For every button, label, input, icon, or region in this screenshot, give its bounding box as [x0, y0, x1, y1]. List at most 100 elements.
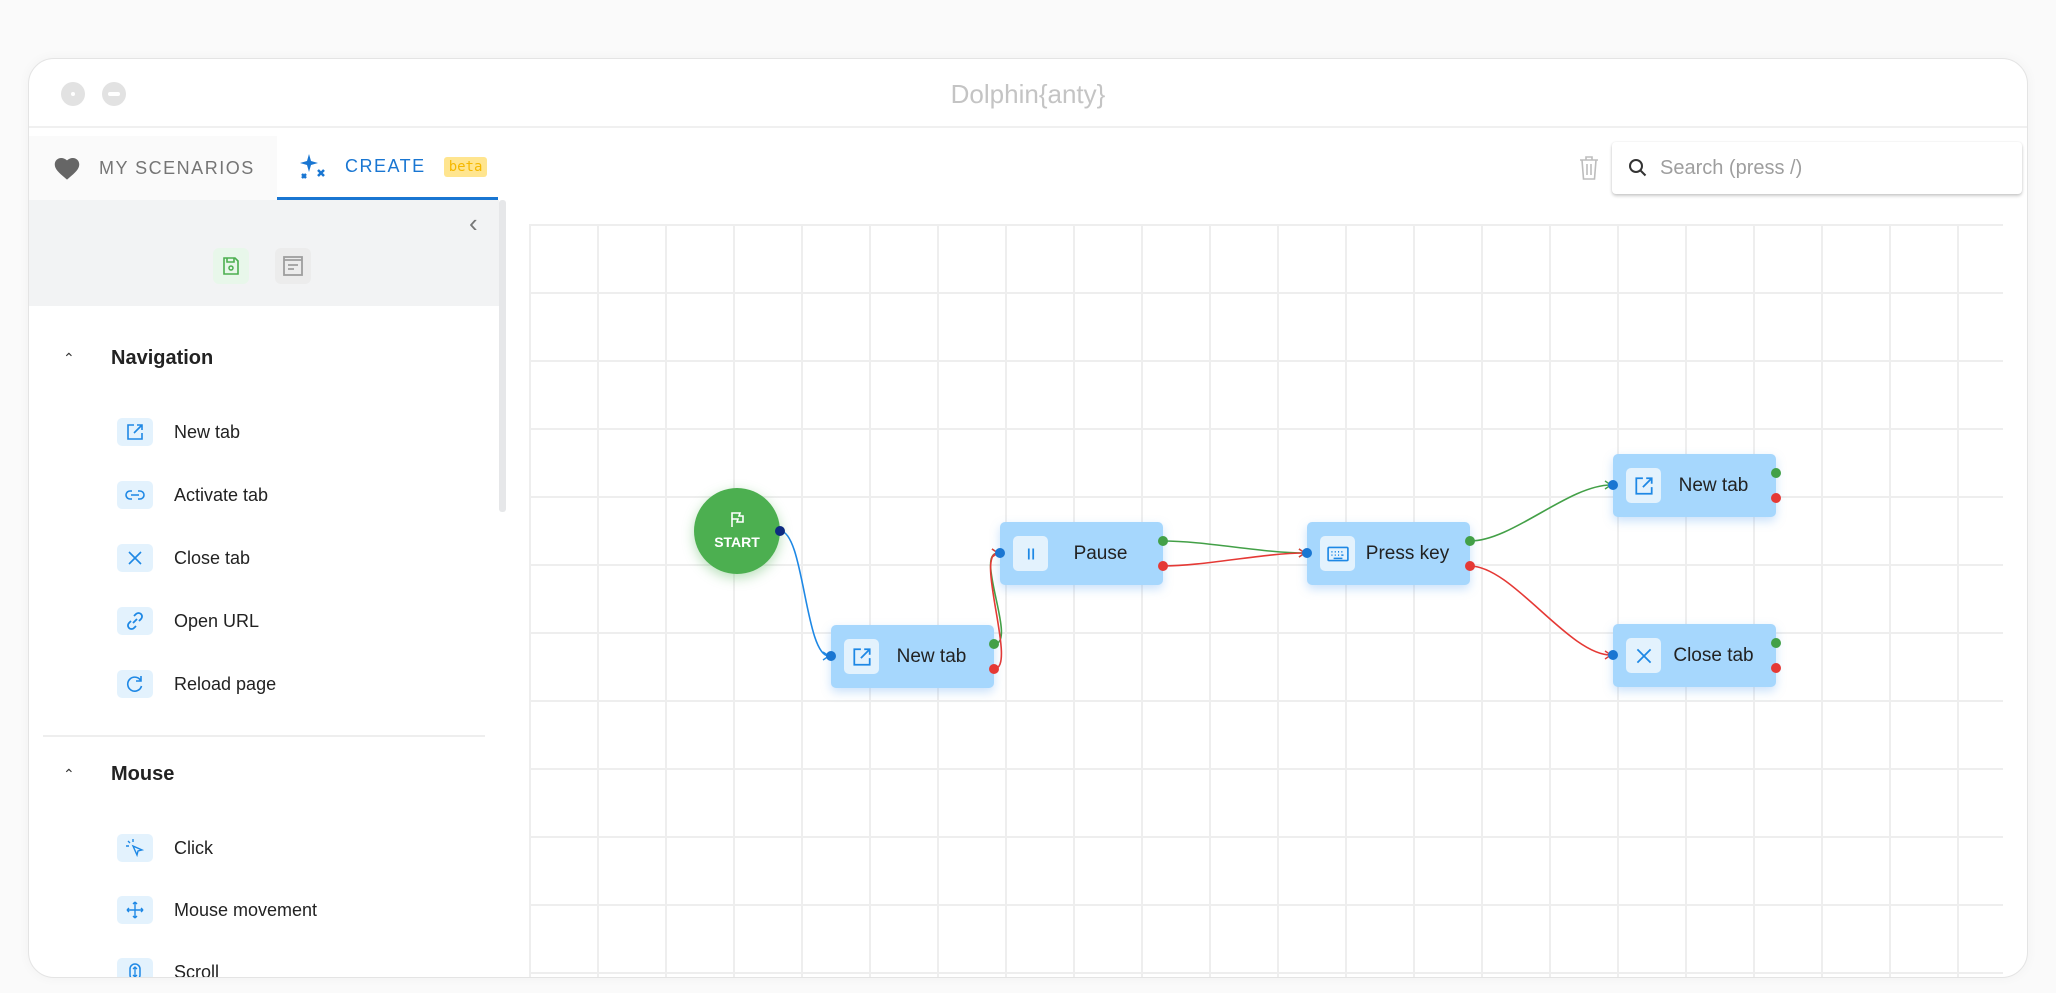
- reload-icon: [126, 676, 143, 692]
- item-label: Click: [174, 837, 213, 858]
- item-label: Scroll: [174, 961, 220, 978]
- scenario-node[interactable]: New tab: [826, 625, 999, 688]
- scenario-canvas[interactable]: START New tab Pause Press key New tab Cl…: [529, 224, 2003, 977]
- item-label: Reload page: [174, 673, 277, 694]
- tab-create[interactable]: CREATE beta: [277, 136, 498, 200]
- flag-icon: [731, 512, 744, 527]
- chevron-up-icon: ⌃: [63, 349, 75, 366]
- item-icon-box: [117, 896, 153, 924]
- node-label: Press key: [1365, 542, 1450, 564]
- search-input[interactable]: [1660, 156, 2000, 180]
- beta-badge: beta: [443, 156, 488, 177]
- success-port[interactable]: [1465, 536, 1475, 546]
- close-icon: [1636, 648, 1651, 663]
- scenario-node[interactable]: New tab: [1608, 454, 1781, 517]
- section-title: Navigation: [111, 346, 214, 369]
- chain-link-icon: [127, 612, 143, 630]
- title-bar: Dolphin{anty}: [29, 59, 2027, 128]
- section-header-mouse[interactable]: ⌃Mouse: [63, 762, 174, 786]
- node-icon-box: [1013, 536, 1048, 571]
- input-port[interactable]: [1608, 480, 1618, 490]
- save-icon: [223, 257, 239, 275]
- heart-icon: [54, 157, 80, 180]
- success-port[interactable]: [1771, 468, 1781, 478]
- node-label: Close tab: [1673, 644, 1754, 666]
- input-port[interactable]: [1608, 650, 1618, 660]
- save-button[interactable]: [213, 248, 249, 284]
- edge-n3-n5-error[interactable]: [1469, 565, 1612, 656]
- item-icon-box: [117, 418, 153, 446]
- move-icon: [126, 901, 144, 919]
- sidebar-item[interactable]: Activate tab: [117, 481, 268, 509]
- node-icon-box: [1626, 638, 1661, 673]
- edge-start-n1-out[interactable]: [779, 530, 830, 657]
- edges-layer: [779, 480, 1613, 670]
- sidebar-item[interactable]: Scroll: [117, 958, 220, 978]
- scroll-icon: [129, 963, 141, 977]
- collapse-sidebar-button[interactable]: ‹: [469, 208, 478, 238]
- node-label: Pause: [1073, 542, 1128, 564]
- edge-n3-n4-success[interactable]: [1469, 484, 1612, 542]
- trash-icon[interactable]: [1577, 155, 1601, 181]
- input-port[interactable]: [826, 651, 836, 661]
- input-port[interactable]: [995, 548, 1005, 558]
- search-icon: [1629, 159, 1647, 177]
- open-in-new-icon: [852, 647, 871, 666]
- start-node[interactable]: START: [694, 488, 785, 574]
- error-port[interactable]: [1158, 561, 1168, 571]
- scenario-node[interactable]: Pause: [995, 522, 1168, 585]
- item-label: New tab: [174, 421, 241, 442]
- chevron-up-icon: ⌃: [63, 765, 75, 782]
- error-port[interactable]: [1771, 663, 1781, 673]
- app-window: Dolphin{anty} MY SCENARIOS CREATE beta ‹…: [28, 58, 2028, 978]
- sidebar-item[interactable]: Click: [117, 834, 213, 862]
- sidebar-item[interactable]: Close tab: [117, 544, 250, 572]
- sidebar-item[interactable]: Reload page: [117, 670, 276, 698]
- click-icon: [126, 839, 145, 858]
- node-icon-box: [1320, 536, 1355, 571]
- item-label: Activate tab: [174, 484, 269, 505]
- node-label: New tab: [1678, 474, 1749, 496]
- item-label: Open URL: [174, 610, 260, 631]
- template-button[interactable]: [275, 248, 311, 284]
- window-title: Dolphin{anty}: [950, 79, 1106, 109]
- template-icon: [283, 256, 303, 276]
- pause-icon: [1027, 548, 1034, 559]
- scenario-node[interactable]: Close tab: [1608, 624, 1781, 687]
- start-output-port[interactable]: [775, 526, 785, 536]
- success-port[interactable]: [1771, 638, 1781, 648]
- sidebar-item[interactable]: New tab: [117, 418, 240, 446]
- item-icon-box: [117, 670, 153, 698]
- close-window-button[interactable]: [61, 82, 85, 106]
- node-label: New tab: [896, 645, 967, 667]
- input-port[interactable]: [1302, 548, 1312, 558]
- tab-label: MY SCENARIOS: [99, 157, 255, 178]
- keyboard-icon: [1326, 546, 1349, 561]
- error-port[interactable]: [989, 664, 999, 674]
- minimize-window-button[interactable]: [102, 82, 126, 106]
- section-header-navigation[interactable]: ⌃ Navigation: [63, 346, 213, 370]
- edge-n1-n2-error[interactable]: [989, 552, 1003, 670]
- edge-n2-n3-success[interactable]: [1162, 540, 1306, 554]
- scenario-node[interactable]: Press key: [1302, 522, 1475, 585]
- sidebar-toolbar: ‹: [29, 200, 499, 306]
- tab-my-scenarios[interactable]: MY SCENARIOS: [29, 136, 277, 200]
- edge-n2-n3-error[interactable]: [1162, 552, 1306, 567]
- sidebar-scrollbar[interactable]: [499, 200, 506, 512]
- open-in-new-icon: [127, 424, 143, 440]
- error-port[interactable]: [1465, 561, 1475, 571]
- close-icon: [128, 551, 142, 565]
- tab-label: CREATE: [345, 156, 426, 176]
- sidebar-item[interactable]: Mouse movement: [117, 896, 317, 924]
- start-label: START: [714, 534, 760, 550]
- sidebar-item[interactable]: Open URL: [117, 607, 259, 635]
- error-port[interactable]: [1771, 493, 1781, 503]
- item-icon-box: [117, 958, 153, 977]
- item-icon-box: [117, 481, 153, 509]
- success-port[interactable]: [1158, 536, 1168, 546]
- success-port[interactable]: [989, 639, 999, 649]
- search-box[interactable]: [1612, 142, 2022, 194]
- item-label: Mouse movement: [174, 899, 318, 920]
- sparkles-icon: [300, 153, 325, 179]
